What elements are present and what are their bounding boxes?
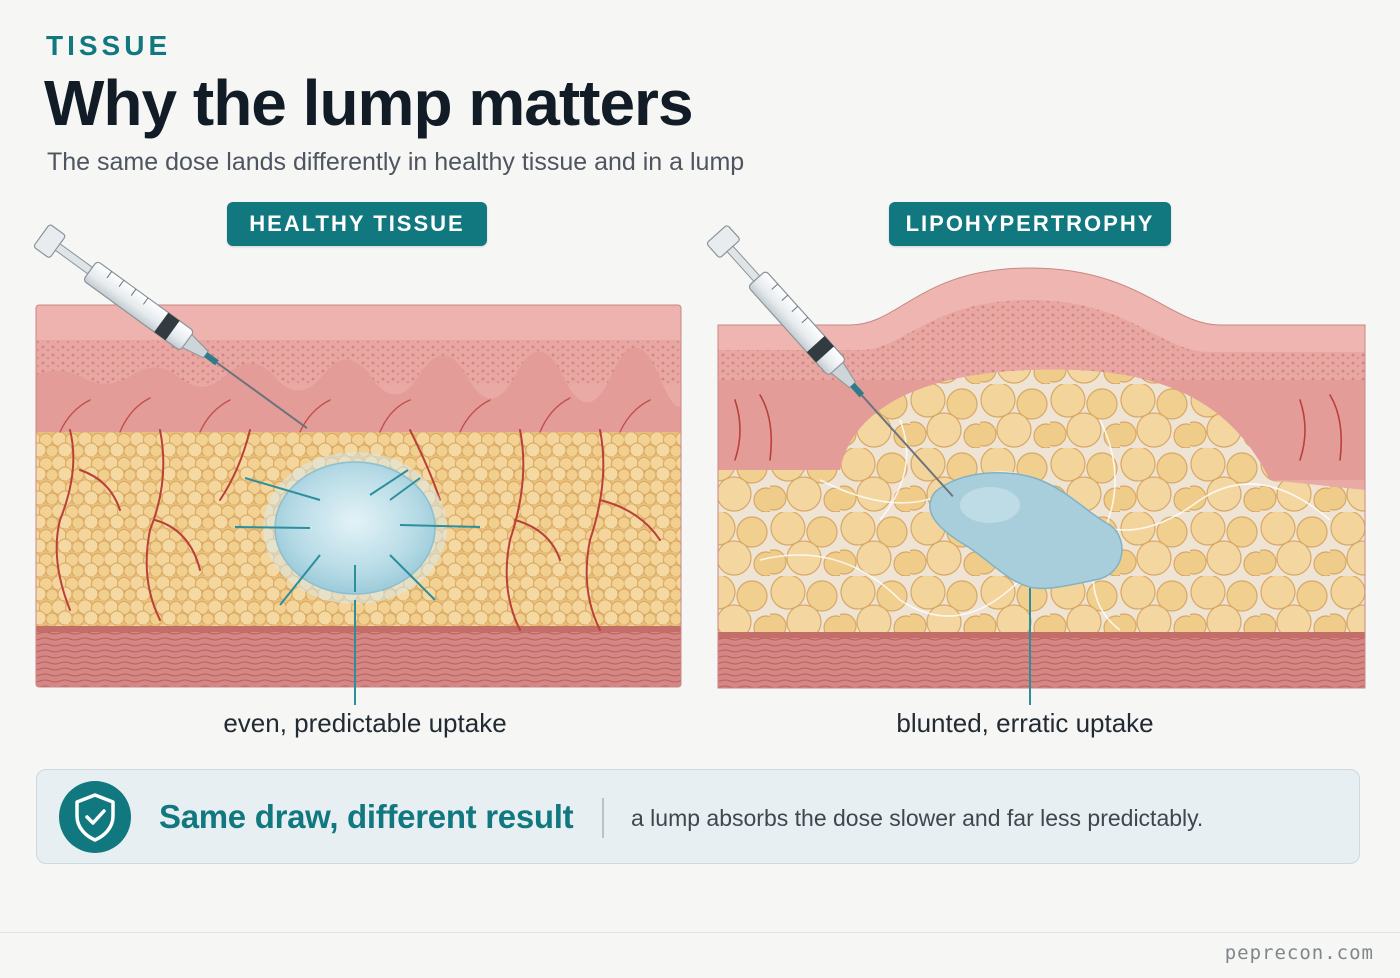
syringe-icon	[706, 225, 954, 498]
page-title: Why the lump matters	[44, 67, 694, 139]
banner-headline: Same draw, different result	[159, 798, 574, 835]
caption-lipohypertrophy: blunted, erratic uptake	[896, 708, 1154, 738]
caption-healthy: even, predictable uptake	[223, 708, 507, 738]
section-eyebrow: TISSUE	[46, 30, 172, 61]
panel-label-healthy: HEALTHY TISSUE	[227, 202, 487, 246]
healthy-tissue-panel	[36, 305, 681, 687]
shield-check-icon	[75, 793, 115, 842]
takeaway-banner: Same draw, different result a lump absor…	[36, 769, 1360, 864]
tissue-illustration	[33, 224, 1366, 705]
page-subtitle: The same dose lands differently in healt…	[47, 148, 745, 176]
footer-rule	[0, 932, 1400, 933]
syringe-icon	[33, 224, 308, 429]
banner-text: a lump absorbs the dose slower and far l…	[631, 805, 1204, 831]
banner-divider	[602, 798, 604, 838]
site-credit: peprecon.com	[1224, 942, 1374, 964]
panel-label-lipohypertrophy: LIPOHYPERTROPHY	[889, 202, 1171, 246]
badge	[59, 781, 131, 853]
lipohypertrophy-panel	[718, 268, 1365, 688]
